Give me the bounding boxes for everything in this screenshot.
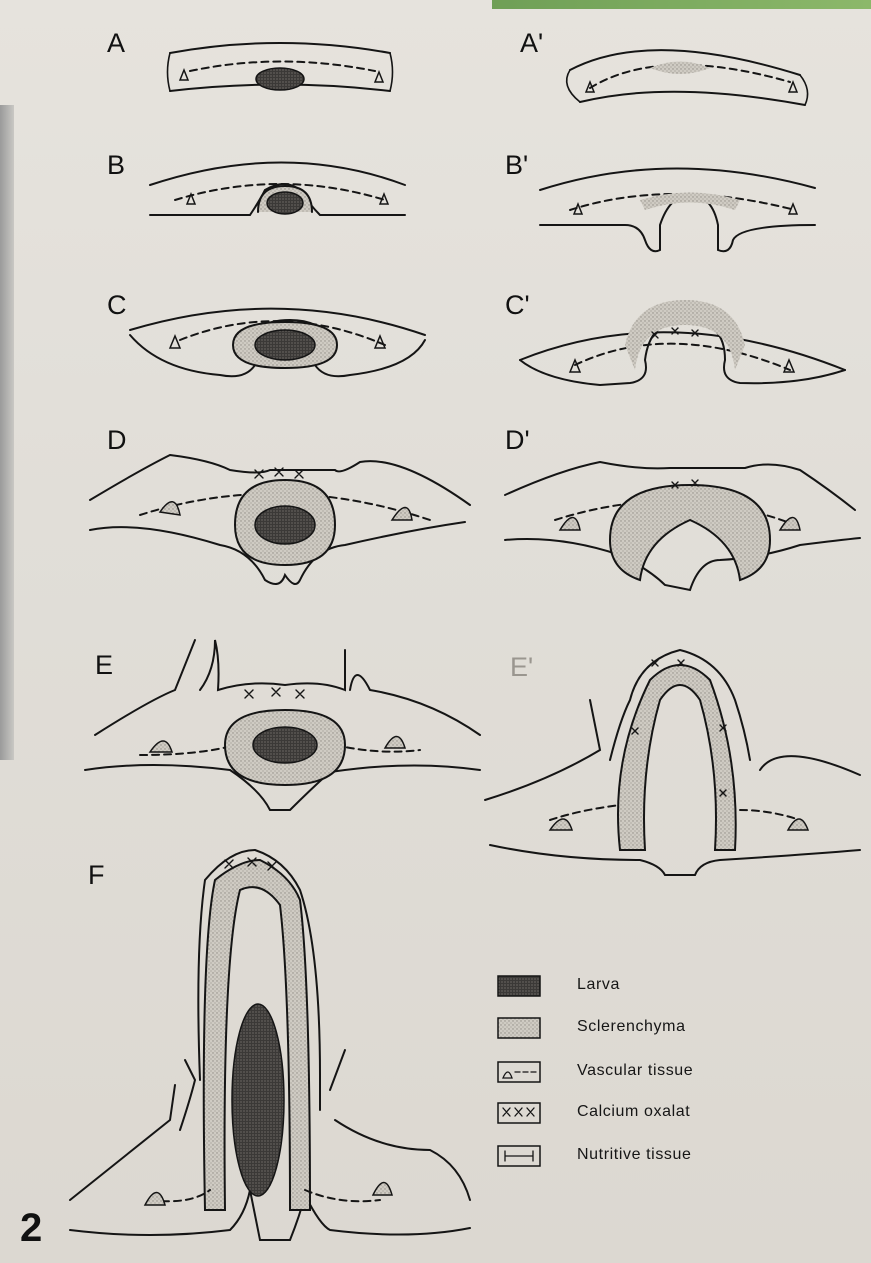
legend-label-nutritive-tissue: Nutritive tissue bbox=[577, 1146, 692, 1164]
legend-label-sclerenchyma: Sclerenchyma bbox=[577, 1018, 686, 1036]
panel-label-c: C bbox=[107, 290, 127, 321]
sclerenchyma-swatch-icon bbox=[498, 1018, 540, 1038]
panel-d-prime-leaf bbox=[505, 462, 860, 590]
larva-swatch-icon bbox=[498, 976, 540, 996]
panel-b-leaf bbox=[150, 163, 405, 216]
panel-e-prime-leaf bbox=[485, 650, 860, 875]
panel-label-b-prime: B' bbox=[505, 150, 528, 181]
panel-label-a: A bbox=[107, 28, 125, 59]
figure-number: 2 bbox=[20, 1206, 42, 1251]
panel-label-d: D bbox=[107, 425, 127, 456]
panel-b-prime-leaf bbox=[540, 168, 815, 251]
panel-label-c-prime: C' bbox=[505, 290, 530, 321]
panel-label-e-prime: E' bbox=[510, 652, 533, 683]
panel-e-leaf bbox=[85, 640, 480, 810]
panel-c-prime-leaf bbox=[520, 300, 845, 385]
panel-label-e: E bbox=[95, 650, 113, 681]
panel-label-d-prime: D' bbox=[505, 425, 530, 456]
panel-a-leaf bbox=[168, 43, 393, 91]
legend-label-vascular-tissue: Vascular tissue bbox=[577, 1062, 693, 1080]
panel-d-leaf bbox=[90, 455, 470, 584]
legend-icons bbox=[498, 976, 540, 1166]
panel-f-leaf bbox=[70, 850, 470, 1240]
panel-a-prime-leaf bbox=[567, 50, 808, 105]
legend-label-calcium-oxalat: Calcium oxalat bbox=[577, 1103, 690, 1121]
panel-label-b: B bbox=[107, 150, 125, 181]
panel-label-f: F bbox=[88, 860, 105, 891]
panel-label-a-prime: A' bbox=[520, 28, 543, 59]
legend-label-larva: Larva bbox=[577, 976, 620, 994]
panel-c-leaf bbox=[130, 309, 425, 377]
